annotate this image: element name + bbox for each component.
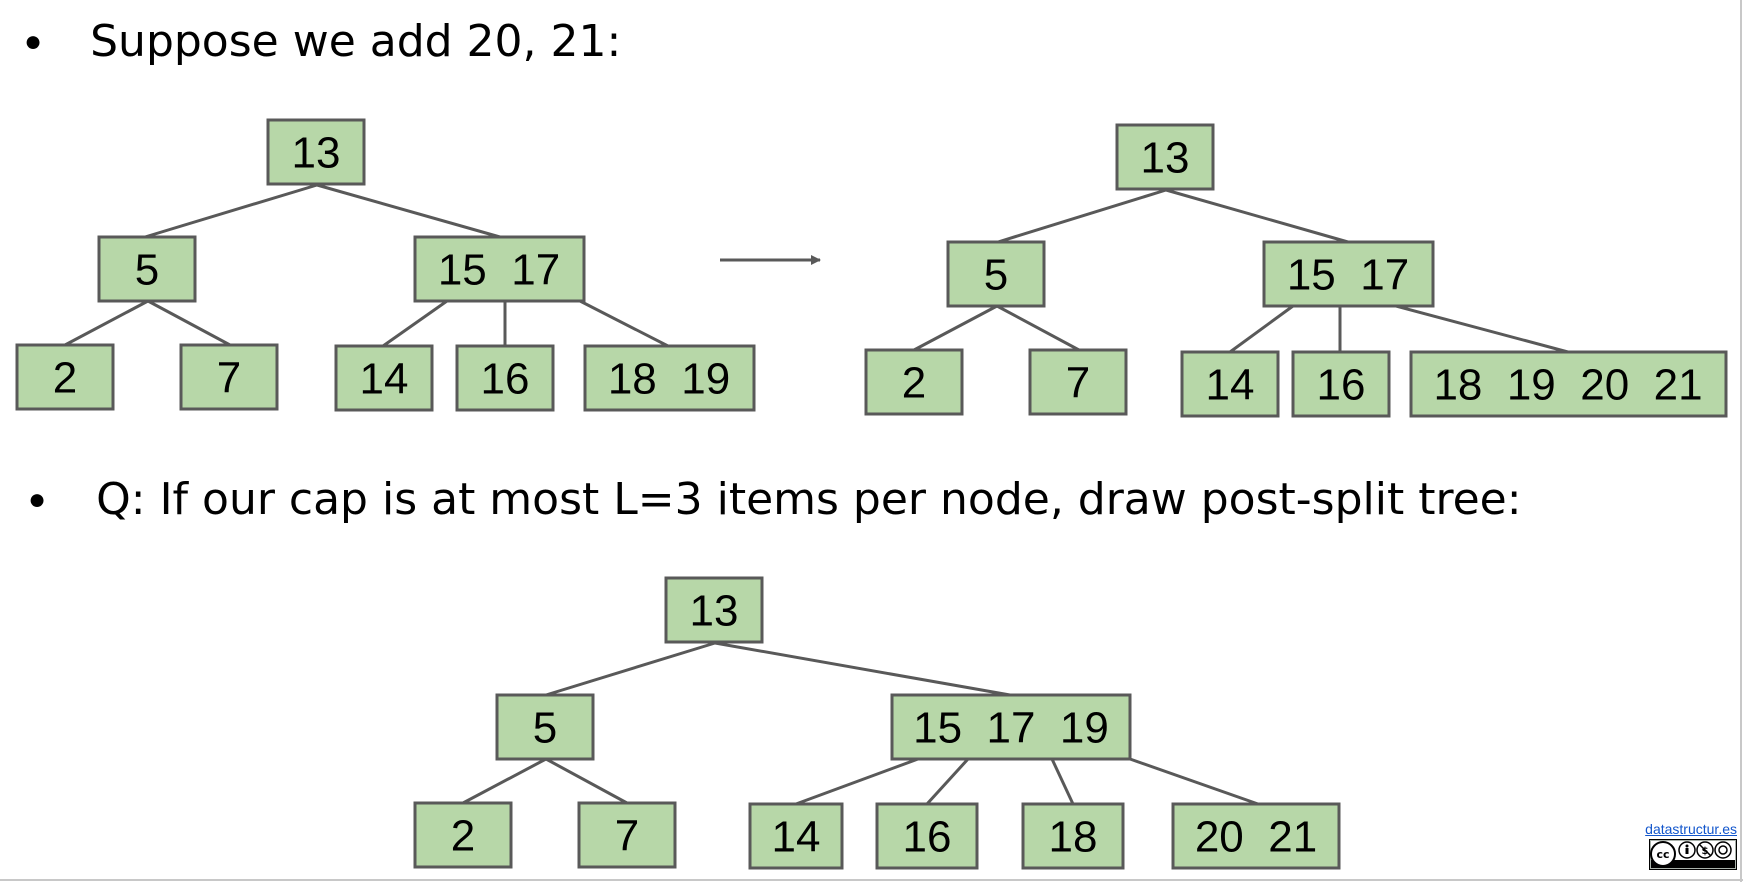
tree-edge	[925, 757, 970, 806]
tree-edge	[545, 641, 716, 697]
tree-node: 18 19 20 21	[1409, 350, 1728, 418]
node-label: 18	[1049, 813, 1098, 862]
tree-node: 18	[1021, 802, 1125, 870]
bullet-line-2: ● Q: If our cap is at most L=3 items per…	[28, 474, 1522, 525]
node-label: 14	[772, 813, 821, 862]
tree-node: 15 17	[1262, 240, 1435, 308]
node-label: 13	[1141, 134, 1190, 183]
node-label: 7	[615, 812, 639, 861]
tree-edge	[1050, 758, 1075, 805]
bullet-line-1: ● Suppose we add 20, 21:	[24, 16, 621, 67]
tree-node: 2	[413, 801, 513, 869]
tree-node: 14	[748, 802, 844, 870]
node-label: 14	[360, 355, 409, 404]
tree-edge	[913, 304, 998, 352]
node-label: 16	[1317, 361, 1366, 410]
tree-node: 20 21	[1171, 802, 1341, 870]
tree-node: 14	[334, 344, 434, 412]
node-label: 13	[690, 587, 739, 636]
tree-edge	[997, 188, 1167, 244]
tree-node: 2	[15, 343, 115, 411]
tree-edge	[382, 299, 448, 348]
tree-edge	[996, 304, 1080, 352]
tree-split: 13 5 15 17 19 2 7 14 16 18	[413, 576, 1341, 870]
bullet-dot: ●	[28, 482, 47, 516]
tree-edge	[1165, 188, 1349, 244]
tree-node: 14	[1180, 350, 1280, 418]
node-label: 5	[533, 704, 557, 753]
tree-node: 13	[266, 118, 366, 186]
bullet-text: Suppose we add 20, 21:	[90, 16, 622, 67]
cc-by-nc-sa-icon: cc $	[1649, 839, 1737, 870]
tree-edge	[795, 757, 919, 806]
tree-after: 13 5 15 17 2 7 14 16 18 19 20 21	[864, 123, 1728, 418]
node-label: 5	[135, 246, 159, 295]
node-label: 7	[1066, 359, 1090, 408]
tree-node: 13	[1115, 123, 1215, 191]
node-label: 15 17	[1287, 251, 1409, 300]
node-label: 13	[292, 129, 341, 178]
tree-node: 5	[97, 235, 197, 303]
node-label: 5	[984, 251, 1008, 300]
tree-node: 7	[1028, 348, 1128, 416]
svg-text:cc: cc	[1656, 848, 1669, 861]
tree-edge	[144, 183, 318, 239]
datastructures-link[interactable]: datastructur.es	[1645, 821, 1737, 837]
tree-node: 16	[455, 344, 555, 412]
tree-node: 5	[495, 693, 595, 761]
tree-node: 16	[875, 802, 979, 870]
node-label: 18 19	[608, 355, 730, 404]
tree-edge	[714, 641, 1011, 697]
node-label: 14	[1206, 361, 1255, 410]
tree-edge	[1395, 304, 1569, 354]
svg-text:$: $	[1702, 846, 1709, 857]
node-label: 16	[481, 355, 530, 404]
tree-node: 15 17	[413, 235, 586, 303]
tree-edge	[316, 183, 501, 239]
credit: datastructur.es cc $	[1645, 821, 1737, 870]
tree-before: 13 5 15 17 2 7 14 16 18 19	[15, 118, 756, 412]
tree-node: 7	[179, 343, 279, 411]
tree-node: 18 19	[583, 344, 756, 412]
node-label: 7	[217, 354, 241, 403]
node-label: 2	[451, 812, 475, 861]
node-label: 20 21	[1195, 813, 1317, 862]
node-label: 16	[903, 813, 952, 862]
node-label: 15 17 19	[913, 704, 1109, 753]
tree-edge	[579, 299, 669, 348]
node-label: 18 19 20 21	[1433, 361, 1702, 410]
node-label: 2	[902, 359, 926, 408]
node-label: 2	[53, 354, 77, 403]
tree-edge	[1129, 757, 1259, 806]
tree-edge	[462, 757, 547, 805]
tree-node: 16	[1291, 350, 1391, 418]
bullet-text: Q: If our cap is at most L=3 items per n…	[96, 474, 1522, 525]
tree-node: 15 17 19	[890, 693, 1132, 761]
tree-edge	[1229, 304, 1294, 354]
tree-node: 5	[946, 240, 1046, 308]
tree-edge	[545, 757, 628, 805]
node-label: 15 17	[438, 246, 560, 295]
tree-node: 13	[664, 576, 764, 644]
bullet-dot: ●	[24, 24, 43, 58]
tree-node: 7	[577, 801, 677, 869]
tree-edge	[147, 299, 231, 347]
tree-edge	[64, 299, 149, 347]
tree-node: 2	[864, 348, 964, 416]
